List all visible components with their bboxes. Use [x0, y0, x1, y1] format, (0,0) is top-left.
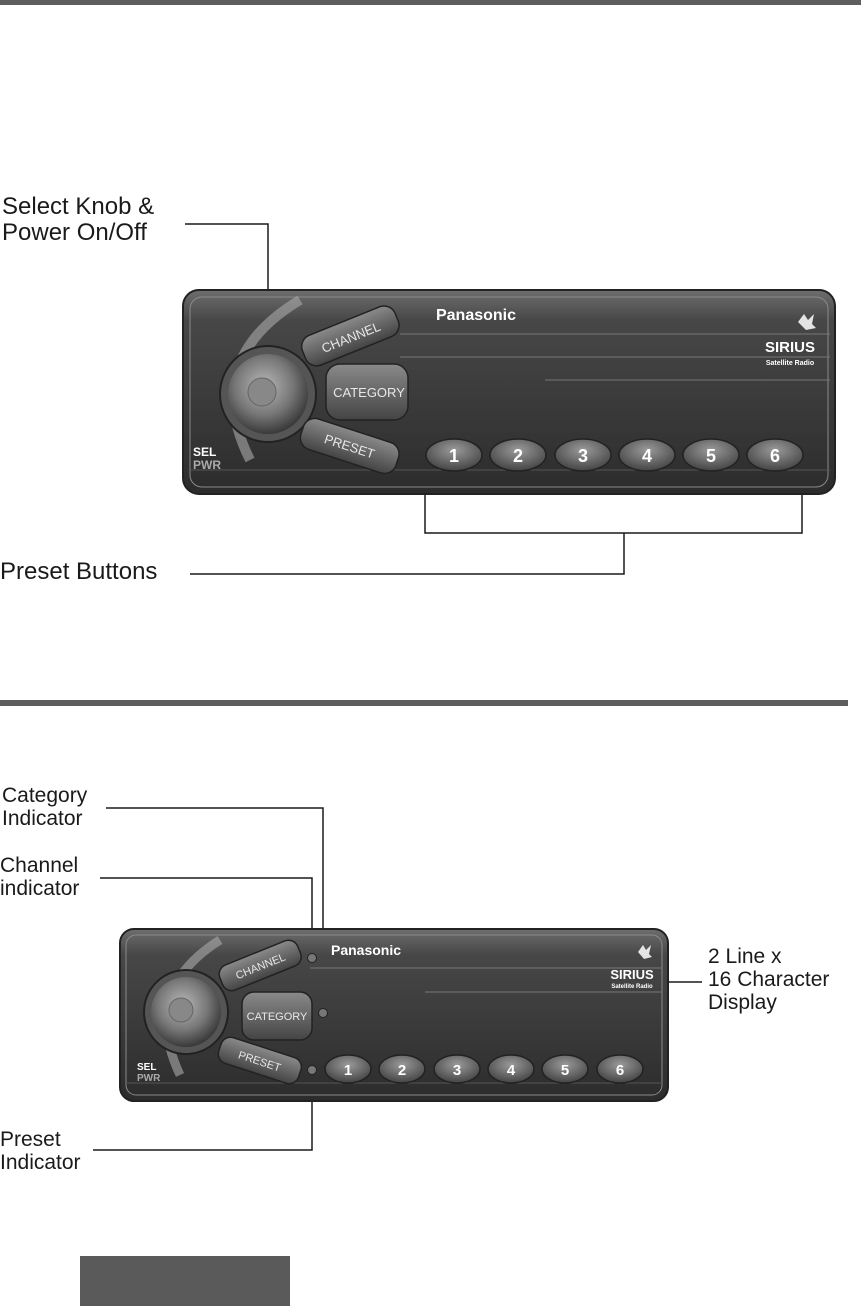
preset-button-bottom-6[interactable]: 6	[597, 1055, 643, 1083]
brand-logo-bottom: Panasonic	[331, 942, 401, 958]
channel-button-bottom[interactable]: CHANNEL	[216, 937, 304, 994]
svg-text:2: 2	[398, 1062, 406, 1079]
svg-text:Satellite Radio: Satellite Radio	[611, 984, 653, 990]
channel-indicator-label: Channel indicator	[0, 854, 79, 900]
svg-text:5: 5	[561, 1062, 569, 1079]
channel-indicator-led	[308, 954, 317, 963]
svg-text:Satellite Radio: Satellite Radio	[766, 360, 814, 367]
preset-button-bottom-2[interactable]: 2	[379, 1055, 425, 1083]
preset-button-1[interactable]: 1	[426, 439, 482, 471]
category-indicator-label: Category Indicator	[2, 784, 87, 830]
pwr-label-bottom: PWR	[137, 1073, 161, 1084]
category-button-bottom[interactable]: CATEGORY	[242, 992, 312, 1040]
sel-label: SEL	[193, 445, 216, 459]
preset-button-4[interactable]: 4	[619, 439, 675, 471]
preset-button-bottom-1[interactable]: 1	[325, 1055, 371, 1083]
svg-text:SIRIUS: SIRIUS	[610, 967, 654, 982]
svg-text:CHANNEL: CHANNEL	[234, 951, 287, 982]
sirius-dog-icon-bottom	[638, 945, 652, 959]
preset-button-2[interactable]: 2	[490, 439, 546, 471]
radio-faceplate-bottom	[120, 929, 668, 1101]
category-button[interactable]: CATEGORY	[326, 364, 408, 420]
svg-text:3: 3	[578, 446, 588, 466]
preset-button-5[interactable]: 5	[683, 439, 739, 471]
svg-text:1: 1	[344, 1062, 352, 1079]
sel-label-bottom: SEL	[137, 1062, 156, 1073]
svg-text:CATEGORY: CATEGORY	[333, 385, 405, 400]
pwr-label: PWR	[193, 458, 221, 472]
preset-indicator-leader	[93, 1070, 312, 1150]
middle-rule	[0, 700, 848, 706]
top-radio-diagram: Panasonic SIRIUS Satellite Radio CHANNEL…	[0, 0, 861, 700]
preset-button-6[interactable]: 6	[747, 439, 803, 471]
category-indicator-leader	[106, 808, 323, 1013]
select-knob-center	[248, 378, 276, 406]
preset-button-bottom[interactable]: PRESET	[216, 1035, 304, 1087]
svg-text:4: 4	[507, 1062, 516, 1079]
svg-text:CATEGORY: CATEGORY	[247, 1011, 308, 1023]
svg-text:1: 1	[449, 446, 459, 466]
preset-button-bottom-4[interactable]: 4	[488, 1055, 534, 1083]
preset-button-bottom-3[interactable]: 3	[434, 1055, 480, 1083]
preset-indicator-led	[308, 1066, 317, 1075]
display-label: 2 Line x 16 Character Display	[708, 945, 829, 1014]
preset-buttons-bracket	[190, 494, 802, 574]
footer-block	[80, 1256, 290, 1306]
svg-text:SIRIUS: SIRIUS	[765, 339, 815, 356]
brand-logo: Panasonic	[436, 307, 516, 324]
select-knob-face-bottom	[151, 977, 221, 1047]
channel-indicator-leader	[100, 878, 312, 958]
svg-text:6: 6	[616, 1062, 624, 1079]
svg-text:4: 4	[642, 446, 652, 466]
svg-text:6: 6	[770, 446, 780, 466]
preset-indicator-label: Preset Indicator	[0, 1128, 81, 1174]
svg-text:2: 2	[513, 446, 523, 466]
svg-text:PRESET: PRESET	[237, 1049, 283, 1074]
preset-button-3[interactable]: 3	[555, 439, 611, 471]
svg-text:3: 3	[453, 1062, 461, 1079]
category-indicator-led	[319, 1009, 328, 1018]
select-knob-center-bottom	[169, 998, 193, 1022]
svg-text:5: 5	[706, 446, 716, 466]
sirius-logo-bottom: SIRIUS Satellite Radio	[610, 945, 654, 990]
preset-button-bottom-5[interactable]: 5	[542, 1055, 588, 1083]
select-knob-bottom[interactable]	[144, 970, 228, 1054]
